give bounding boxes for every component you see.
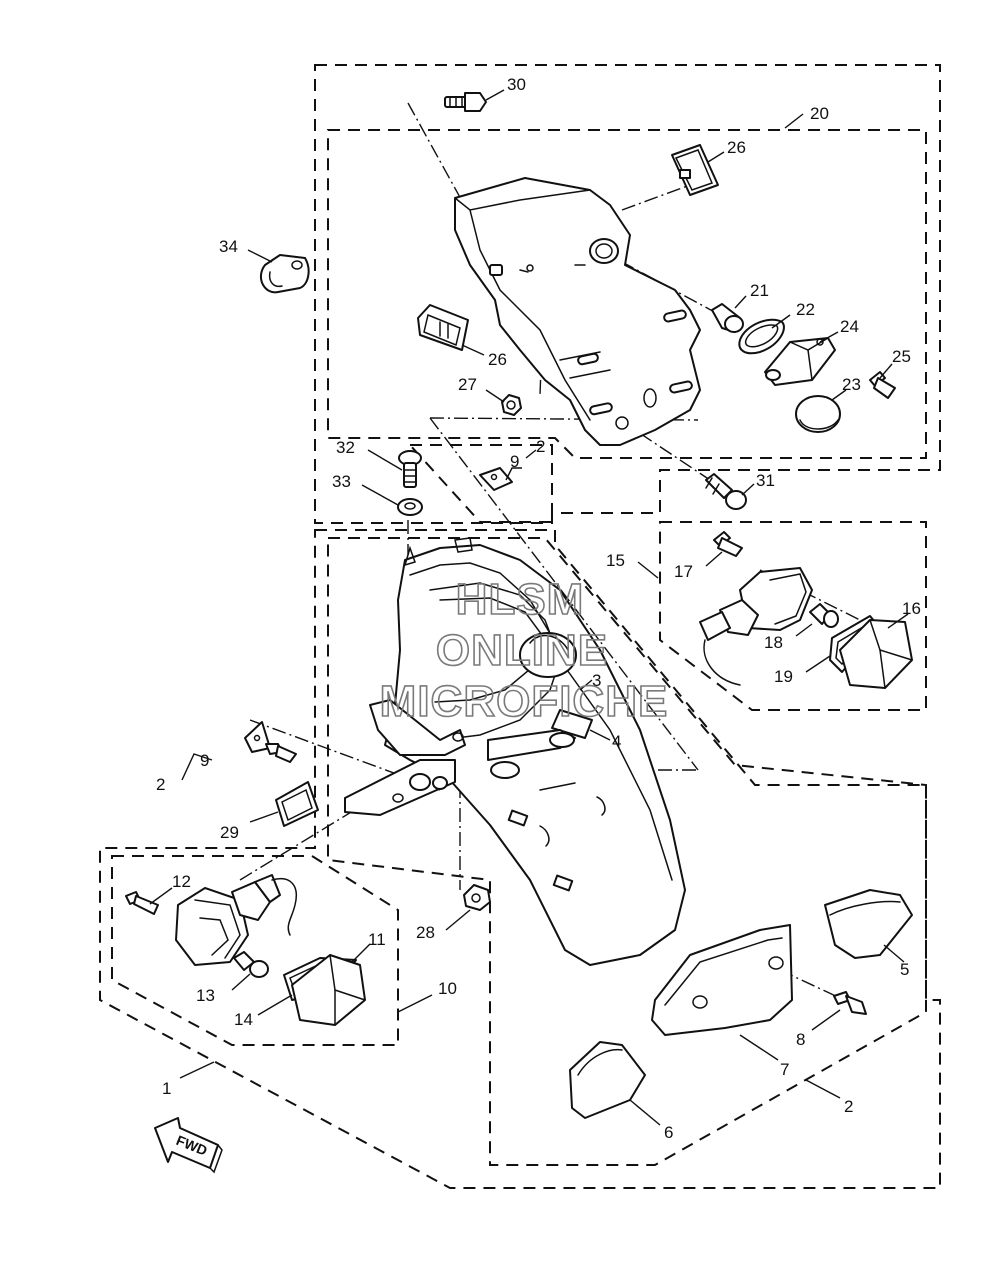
callout-32: 32 <box>336 438 355 457</box>
reflector-26-upper <box>671 144 719 196</box>
callout-15: 15 <box>606 551 625 570</box>
callout-13: 13 <box>196 986 215 1005</box>
callout-10: 10 <box>438 979 457 998</box>
callout-9-left: 9 <box>200 751 209 770</box>
lens-16 <box>839 619 913 689</box>
callout-27: 27 <box>458 375 477 394</box>
callout-2-lower: 2 <box>844 1097 853 1116</box>
callout-labels: 30 20 26 34 21 22 24 26 25 27 23 32 9 2 … <box>156 75 921 1142</box>
callout-23: 23 <box>842 375 861 394</box>
nut-27 <box>501 394 522 416</box>
callout-20: 20 <box>810 104 829 123</box>
callout-31: 31 <box>756 471 775 490</box>
bulb-21 <box>711 303 744 333</box>
washer-33 <box>397 498 423 516</box>
callout-2-left: 2 <box>156 775 165 794</box>
leader-lines <box>149 89 909 1126</box>
callout-19: 19 <box>774 667 793 686</box>
lens-11 <box>291 954 366 1026</box>
rear-bracket-20 <box>454 177 701 446</box>
reflector-26-lower <box>417 304 469 351</box>
rear-fender-2 <box>344 537 686 966</box>
callout-12: 12 <box>172 872 191 891</box>
watermark-line-2: ONLINE <box>436 626 608 675</box>
reflector-29 <box>275 781 319 827</box>
bolt-31 <box>705 473 747 510</box>
callout-33: 33 <box>332 472 351 491</box>
clip-9-upper <box>479 467 513 491</box>
license-bracket-7 <box>651 924 793 1036</box>
callout-34: 34 <box>219 237 238 256</box>
group-box-top-assembly <box>314 64 941 524</box>
screw-left <box>265 743 297 763</box>
callout-5: 5 <box>900 960 909 979</box>
watermark: HLSM ONLINE MICROFICHE <box>379 574 669 727</box>
group-box-15 <box>659 521 927 711</box>
callout-11: 11 <box>368 930 386 949</box>
reflector-5 <box>824 889 913 959</box>
callout-22: 22 <box>796 300 815 319</box>
callout-21: 21 <box>750 281 769 300</box>
turn-signal-15 <box>699 567 813 686</box>
callout-18: 18 <box>764 633 783 652</box>
bolt-30 <box>444 92 487 112</box>
screw-12 <box>125 891 159 915</box>
group-box-main-1 <box>99 529 941 1189</box>
callout-7: 7 <box>780 1060 789 1079</box>
callout-8: 8 <box>796 1030 805 1049</box>
clip-9-left <box>244 721 271 753</box>
callout-9-upper: 9 <box>510 452 519 471</box>
callout-17: 17 <box>674 562 693 581</box>
bolt-32 <box>398 450 422 488</box>
callout-1: 1 <box>162 1079 171 1098</box>
bulb-18 <box>809 603 839 628</box>
callout-3: 3 <box>592 671 601 690</box>
lens-23 <box>795 395 841 433</box>
watermark-line-1: HLSM <box>456 575 585 624</box>
callout-29: 29 <box>220 823 239 842</box>
group-box-2 <box>327 537 927 1166</box>
callout-26-lower: 26 <box>488 350 507 369</box>
callout-14: 14 <box>234 1010 253 1029</box>
callout-28: 28 <box>416 923 435 942</box>
callout-6: 6 <box>664 1123 673 1142</box>
license-lamp-24 <box>764 337 836 386</box>
callout-25: 25 <box>892 347 911 366</box>
fwd-arrow-icon: FWD <box>154 1117 223 1174</box>
callout-24: 24 <box>840 317 859 336</box>
callout-30: 30 <box>507 75 526 94</box>
callout-4: 4 <box>612 732 621 751</box>
callout-2-upper: 2 <box>536 437 545 456</box>
turn-signal-10 <box>175 874 297 966</box>
group-box-9-upper <box>407 444 553 523</box>
group-box-10 <box>111 855 399 1046</box>
screw-17 <box>713 531 743 557</box>
nut-28 <box>463 884 491 911</box>
screw-8 <box>833 991 867 1015</box>
bulb-13 <box>233 951 269 978</box>
reflector-6 <box>569 1041 646 1119</box>
callout-16: 16 <box>902 599 921 618</box>
watermark-line-3: MICROFICHE <box>380 677 669 726</box>
clamp-34 <box>259 254 310 294</box>
callout-26-upper: 26 <box>727 138 746 157</box>
